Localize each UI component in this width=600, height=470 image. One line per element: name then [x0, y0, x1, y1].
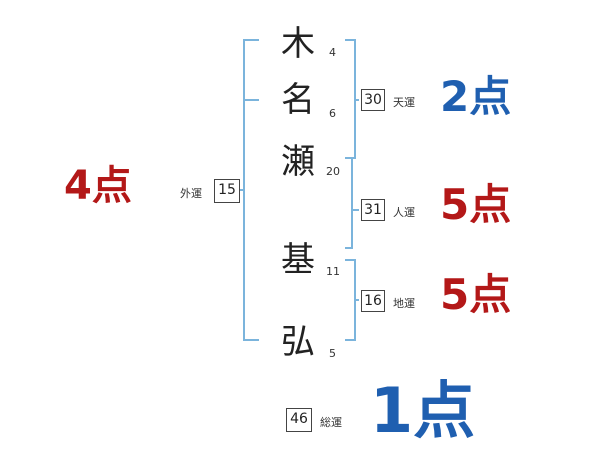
name-char-4: 基 — [281, 240, 315, 280]
total-fortune-score: 1点 — [370, 374, 476, 447]
name-char-2: 名 — [281, 80, 315, 120]
person-fortune-score: 5点 — [440, 180, 512, 229]
stroke-count-2: 6 — [329, 107, 336, 120]
earth-bracket — [345, 259, 356, 341]
heaven-fortune-box: 30 — [361, 89, 385, 111]
outer-bracket — [243, 39, 259, 341]
outer-fortune-score: 4点 — [64, 163, 132, 209]
heaven-fortune-score: 2点 — [440, 72, 512, 121]
person-bracket — [345, 157, 353, 249]
stroke-count-5: 5 — [329, 347, 336, 360]
outer-fortune-label: 外運 — [180, 187, 202, 200]
heaven-fortune-label: 天運 — [393, 96, 415, 109]
outer-fortune-box: 15 — [214, 179, 240, 203]
name-char-1: 木 — [281, 24, 315, 64]
earth-fortune-label: 地運 — [393, 297, 415, 310]
stroke-count-3: 20 — [326, 165, 340, 178]
name-char-5: 弘 — [281, 322, 315, 362]
earth-fortune-box: 16 — [361, 290, 385, 312]
person-fortune-box: 31 — [361, 199, 385, 221]
total-fortune-label: 総運 — [320, 416, 342, 429]
earth-fortune-score: 5点 — [440, 270, 512, 319]
total-fortune-box: 46 — [286, 408, 312, 432]
heaven-bracket — [345, 39, 356, 159]
name-char-3: 瀬 — [281, 142, 315, 182]
stroke-count-4: 11 — [326, 265, 340, 278]
person-fortune-label: 人運 — [393, 206, 415, 219]
stroke-count-1: 4 — [329, 46, 336, 59]
